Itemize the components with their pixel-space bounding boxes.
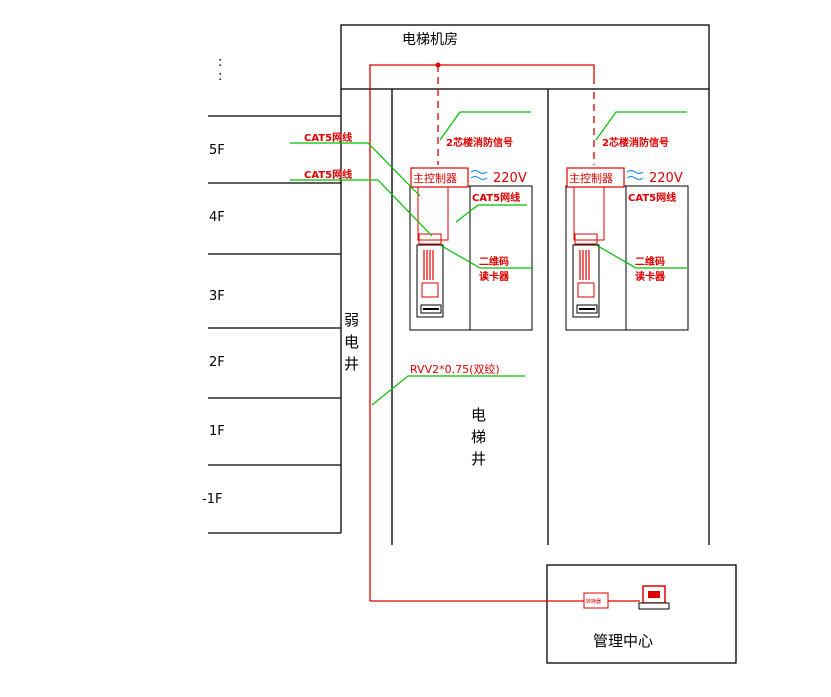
car-outline [409,185,533,331]
floor-label-2f: 2F [209,355,225,370]
building-structure [208,24,737,664]
floor-label-3f: 3F [209,289,225,304]
machine-room-box [340,24,710,90]
label-signal-2: 2芯楼消防信号 [602,136,669,149]
leader-rvv [371,375,525,406]
green-leaders [290,111,687,406]
management-center-box [546,564,737,664]
label-signal-1: 2芯楼消防信号 [446,136,513,149]
controller-wiring [573,187,605,241]
leader-cat5-2 [290,179,433,237]
card-reader-box [421,282,439,298]
power-icon [470,170,488,180]
svg-text:井: 井 [344,355,359,373]
label-cat5-cab-2: CAT5网线 [628,191,676,204]
card-reader-box [577,282,595,298]
floor-ellipsis: : [218,69,222,84]
main-controller-box [566,167,625,188]
label-rvv: RVV2*0.75(双绞) [410,362,500,376]
label-reader-1b: 读卡器 [479,270,510,283]
leader-signal-1 [439,111,531,141]
floor-label-b1: -1F [202,492,222,507]
svg-text:电: 电 [471,406,486,424]
elevator-car-1: 主控制器 220V [409,167,533,331]
leader-cat5-cab [455,204,527,223]
main-controller-label: 主控制器 [413,171,457,185]
svg-text:弱: 弱 [344,311,359,329]
label-cat5-cab-1: CAT5网线 [472,191,520,204]
floor-label-1f: 1F [209,424,225,439]
weak-shaft-label: 弱 电 井 [344,311,359,373]
converter-label: 转换器 [586,598,601,605]
svg-text:电: 电 [344,333,359,351]
elevator-shaft-label: 电 梯 井 [471,406,486,468]
label-reader-2a: 二维码 [635,255,665,268]
main-controller-box [410,167,469,188]
panel-base [576,304,598,314]
machine-room-title: 电梯机房 [402,32,458,48]
main-bus-cable [369,64,595,601]
leader-cat5-1 [290,142,421,197]
svg-text:井: 井 [471,450,486,468]
car-operating-panel [572,244,600,318]
panel-buttons [423,250,434,280]
floor-ellipsis: : [218,55,222,70]
main-controller-label: 主控制器 [569,171,613,185]
voltage-label: 220V [493,171,527,186]
label-cat5-2: CAT5网线 [304,168,352,181]
floor-labels: : : 5F 4F 3F 2F 1F -1F [202,55,225,507]
svg-text:梯: 梯 [471,428,486,446]
floor-label-4f: 4F [209,210,225,225]
converter-box [583,592,609,609]
label-cat5-1: CAT5网线 [304,131,352,144]
leader-reader-2 [595,244,687,269]
red-cabling [369,64,640,602]
computer-icon [638,585,670,610]
elevator-car-2: 主控制器 220V [565,167,689,331]
panel-base [420,304,442,314]
car-outline [565,185,689,331]
label-reader-1a: 二维码 [479,255,509,268]
junction-dot [435,62,441,68]
car-operating-panel [416,244,444,318]
panel-top [574,233,598,245]
annotations: CAT5网线 CAT5网线 2芯楼消防信号 2芯楼消防信号 CAT5网线 CAT… [304,131,676,376]
panel-top [418,233,442,245]
management-devices: 转换器 [583,585,670,610]
label-reader-2b: 读卡器 [635,270,666,283]
power-icon [626,170,644,180]
panel-buttons [579,250,590,280]
floor-label-5f: 5F [209,143,225,158]
management-center-title: 管理中心 [593,632,653,650]
leader-signal-2 [595,111,687,141]
controller-wiring [417,187,449,241]
voltage-label: 220V [649,171,683,186]
leader-reader-1 [439,244,533,269]
